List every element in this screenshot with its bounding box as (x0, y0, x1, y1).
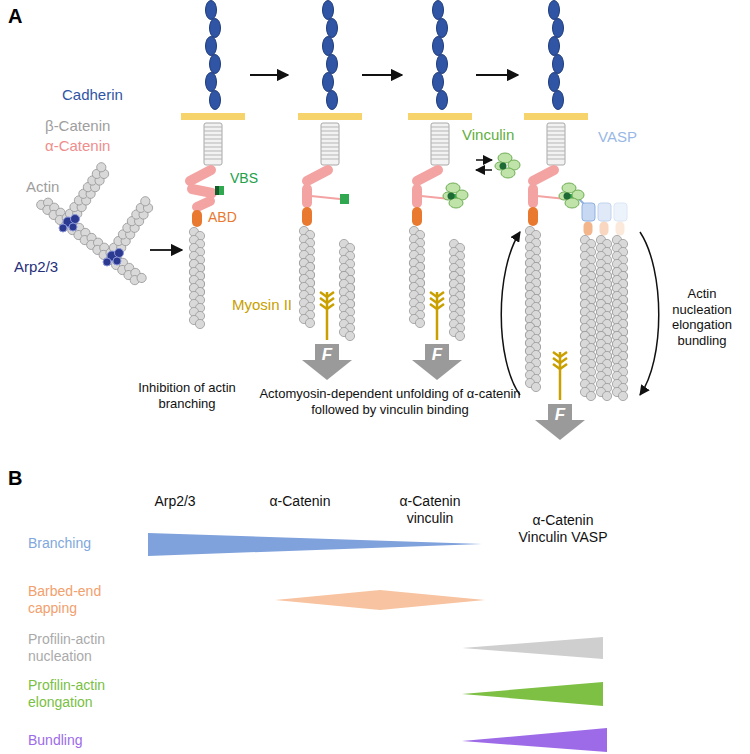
bundling-wedge (462, 728, 607, 752)
panel-letter: B (8, 466, 22, 490)
vinculin-complex (408, 1, 472, 341)
column-header: α-Catenin (255, 493, 345, 510)
column-header: α-Catenin Vinculin VASP (518, 512, 608, 546)
panel-letter: A (8, 4, 22, 28)
activity-gradients (148, 533, 607, 752)
free-vinculin (495, 153, 520, 178)
force-symbol: F (412, 344, 462, 366)
row-label: Bundling (28, 732, 83, 749)
force-arrow: F (302, 344, 352, 380)
row-label: Profilin-actin elongation (28, 677, 143, 711)
cycle-arrows (501, 232, 659, 395)
protein-label: Myosin II (232, 296, 292, 314)
force-arrow-outline (302, 344, 352, 380)
column-header: α-Catenin vinculin (385, 493, 475, 527)
capping-diamond (275, 590, 485, 610)
vasp-complex (524, 1, 628, 401)
process-note: Actin nucleation elongation bundling (662, 286, 742, 348)
force-arrow-outline (535, 404, 585, 440)
protein-label: VASP (598, 128, 637, 146)
force-arrow-outline (412, 344, 462, 380)
bound-vinculin (443, 183, 468, 208)
elongation-wedge (462, 682, 603, 706)
stretched-complex (298, 1, 362, 341)
protein-label: Actin (26, 178, 59, 196)
protein-label: α-Catenin (45, 137, 110, 155)
force-symbol: F (302, 344, 352, 366)
protein-label: Vinculin (462, 126, 514, 144)
step-caption: Actomyosin-dependent unfolding of α-cate… (245, 386, 535, 417)
exchange-arrows (476, 160, 492, 170)
row-label: Barbed-end capping (28, 583, 128, 617)
protein-label: Cadherin (62, 86, 123, 104)
domain-label: VBS (230, 170, 258, 187)
force-arrow: F (412, 344, 462, 380)
nucleation-wedge (462, 637, 603, 659)
branching-wedge (148, 533, 482, 556)
force-symbol: F (535, 404, 585, 426)
column-header: Arp2/3 (140, 493, 210, 510)
domain-label: ABD (208, 209, 237, 226)
protein-label: β-Catenin (45, 117, 110, 135)
closed-complex (181, 1, 245, 329)
step-caption: Inhibition of actin branching (128, 380, 246, 411)
force-arrow: F (535, 404, 585, 440)
row-label: Branching (28, 535, 91, 552)
row-label: Profilin-actin nucleation (28, 631, 143, 665)
protein-label: Arp2/3 (14, 258, 58, 276)
